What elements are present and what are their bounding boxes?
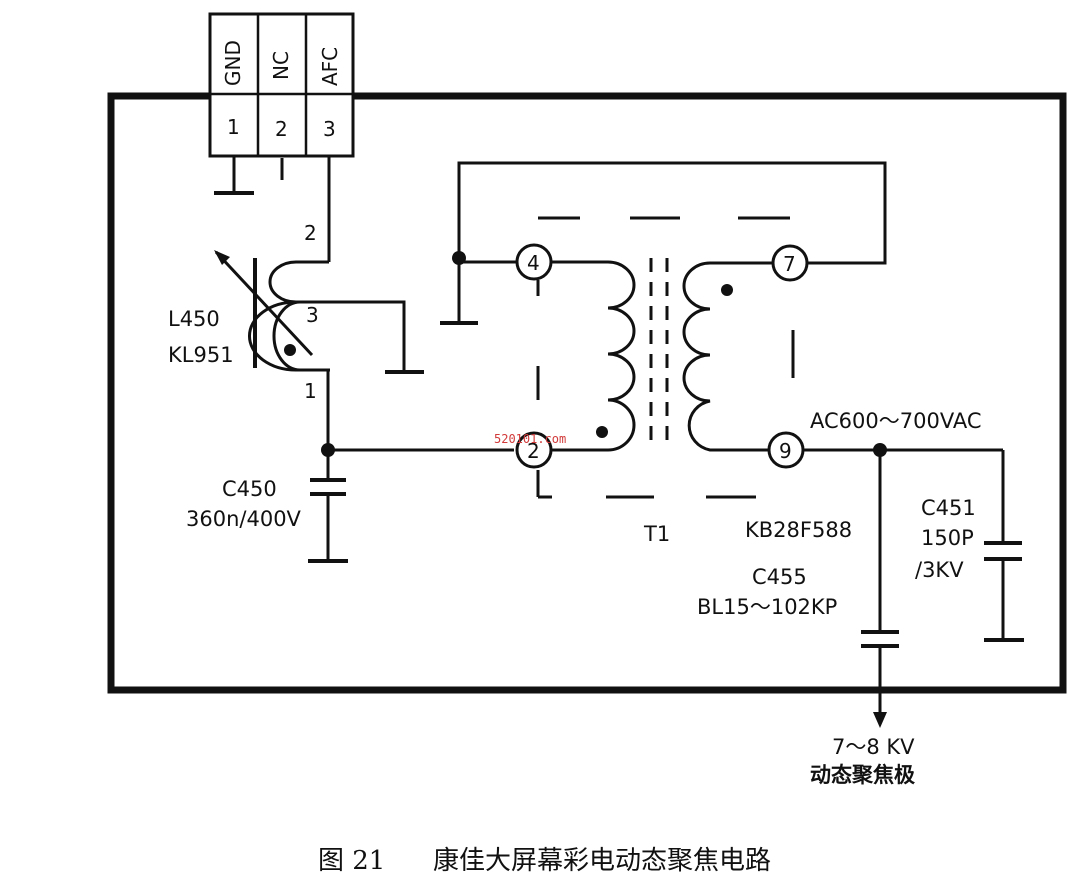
connector: GND NC AFC 1 2 3 <box>208 12 355 158</box>
c451-value1: 150P <box>921 526 974 550</box>
connector-pin3-name: AFC <box>318 47 342 86</box>
t1-part: KB28F588 <box>745 518 852 542</box>
output-voltage: 7～8 KV <box>832 735 915 759</box>
connector-pin2-number: 2 <box>275 117 288 141</box>
connector-pin1-number: 1 <box>227 115 240 139</box>
connector-pin2-name: NC <box>269 51 293 80</box>
watermark: 520101.com <box>494 432 566 446</box>
inductor-pin-bottom: 1 <box>304 379 317 403</box>
gnd-wire <box>214 156 254 195</box>
c450-ref: C450 <box>222 477 277 501</box>
inductor-ref: L450 <box>168 307 220 331</box>
output-name: 动态聚焦极 <box>810 763 916 787</box>
inductor-pin-top: 2 <box>304 221 317 245</box>
inductor-l450: 2 3 1 L450 KL951 <box>168 221 424 450</box>
t1-pin-4: 4 <box>527 251 540 275</box>
ac-voltage-label: AC600～700VAC <box>810 409 982 433</box>
c455-value: BL15～102KP <box>697 595 837 619</box>
c450-value: 360n/400V <box>186 507 302 531</box>
figure-title: 康佳大屏幕彩电动态聚焦电路 <box>433 846 771 876</box>
t1-pin-7: 7 <box>783 252 796 276</box>
t1-pin-9: 9 <box>779 439 792 463</box>
c455-ref: C455 <box>752 565 807 589</box>
board-outline <box>107 92 1067 694</box>
output-network: AC600～700VAC C451 150P /3KV C455 BL15～10… <box>697 409 1024 787</box>
capacitor-c450: C450 360n/400V <box>186 443 514 563</box>
inductor-pin-tap: 3 <box>306 303 319 327</box>
inductor-part: KL951 <box>168 343 234 367</box>
figure-number: 图 21 <box>318 846 385 876</box>
transformer-t1: 4 2 7 9 T1 KB28F588 <box>440 161 887 546</box>
c451-value2: /3KV <box>915 558 964 582</box>
c451-ref: C451 <box>921 496 976 520</box>
t1-ref: T1 <box>643 522 670 546</box>
connector-pin3-number: 3 <box>323 117 336 141</box>
connector-pin1-name: GND <box>221 40 245 86</box>
t1-pin-2: 2 <box>527 439 540 463</box>
